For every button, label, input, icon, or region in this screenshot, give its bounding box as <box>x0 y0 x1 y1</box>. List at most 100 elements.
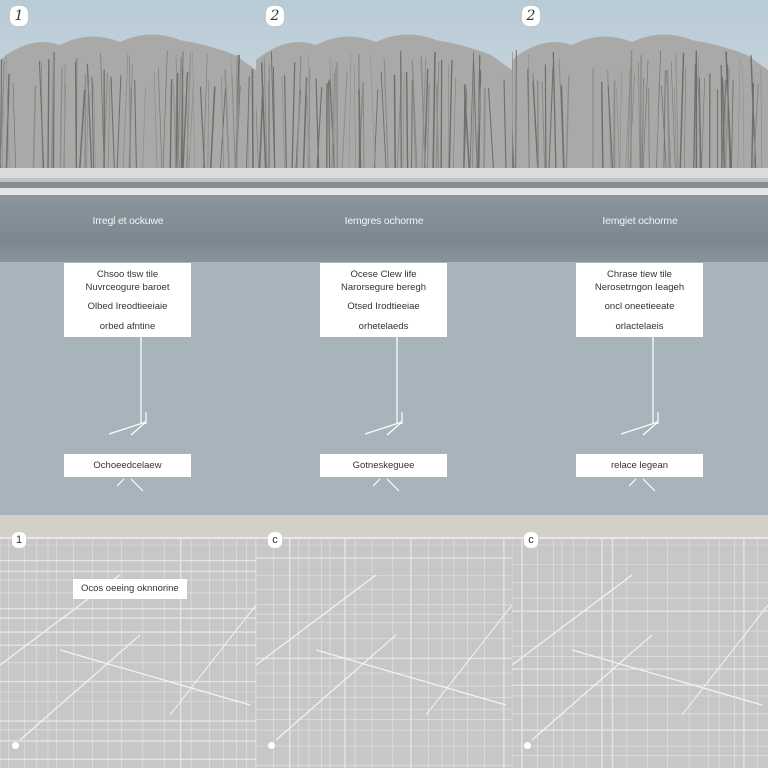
flow-arrows <box>620 337 659 492</box>
tree-trunk <box>373 89 379 169</box>
street-map: 1 Ocos oeeing oknnorine <box>0 515 256 768</box>
map-roads <box>0 539 256 768</box>
tree-trunk <box>656 83 660 169</box>
map-header-strip <box>512 515 768 539</box>
map-road <box>425 604 512 716</box>
tree-trunk <box>134 80 137 169</box>
tree-trunk <box>32 85 37 169</box>
tree-trunk <box>469 51 475 169</box>
tree-trunk <box>128 87 132 169</box>
road-ground <box>512 182 768 188</box>
tree-trunk <box>488 88 494 169</box>
tree-trunk <box>552 51 557 169</box>
tree-trunk <box>12 82 16 169</box>
tree-trunk <box>353 65 356 169</box>
tree-trunk <box>0 139 2 169</box>
road-ground <box>0 168 256 178</box>
tree-trunk <box>291 62 296 169</box>
panel: 2 Iemgiet ochorme Chrase tiew tile Neros… <box>512 0 768 768</box>
tree-trunk <box>302 77 308 169</box>
tree-trunk <box>256 102 259 169</box>
box-line: orlactelaeis <box>615 320 664 332</box>
tree-trunk <box>600 81 604 169</box>
tree-trunk <box>47 59 50 169</box>
tree-trunk <box>93 83 96 169</box>
tree-trunk <box>426 83 430 169</box>
tree-trunk <box>411 80 413 169</box>
flow-arrows <box>108 337 147 492</box>
tree-trunk <box>270 51 276 169</box>
tree-trunk <box>448 59 453 169</box>
tree-trunk <box>176 56 183 169</box>
step-badge: 2 <box>266 6 284 26</box>
tree-trunk <box>402 72 405 169</box>
panel: 2 Iemgres ochorme Ocese Clew life Narors… <box>256 0 512 768</box>
tree-trunk <box>38 60 45 169</box>
tree-canopy <box>512 34 768 168</box>
tree-trunk <box>697 76 702 169</box>
map-road <box>256 574 377 666</box>
tree-trunk <box>475 86 482 169</box>
tree-trunk <box>175 54 180 169</box>
tree-trunk <box>560 85 565 169</box>
tree-trunk <box>607 85 614 169</box>
tree-trunk <box>698 77 702 169</box>
box-line: Chsoo tlsw tile <box>96 269 159 280</box>
tree-trunk <box>179 73 183 169</box>
tree-trunk <box>721 77 725 169</box>
tree-trunk <box>731 79 734 169</box>
tree-trunk <box>421 57 427 169</box>
tree-trunk <box>116 75 122 169</box>
tree-trunk <box>541 82 546 169</box>
arrow-tail-icon <box>628 478 656 492</box>
road-ground <box>512 178 768 182</box>
tree-trunk <box>463 86 470 169</box>
tree-trunk <box>679 52 685 169</box>
map-label: Ocos oeeing oknnorine <box>73 579 187 599</box>
road-ground <box>0 188 256 195</box>
tree-photo: 2 <box>512 0 768 195</box>
tree-trunk <box>752 84 759 169</box>
tree-trunk <box>50 59 55 169</box>
tree-trunk <box>619 70 622 169</box>
tree-trunk <box>122 52 129 169</box>
tree-trunk <box>726 64 731 169</box>
tree-trunk <box>673 87 677 169</box>
street-map: c <box>512 515 768 768</box>
step-badge: 2 <box>522 6 540 26</box>
tree-trunk <box>328 80 331 169</box>
process-box: Ocese Clew life Narorsegure beregh Otsed… <box>320 263 447 337</box>
tree-trunk <box>203 54 208 169</box>
tree-trunk <box>74 61 77 169</box>
tree-trunk <box>642 60 649 169</box>
tree-trunk <box>548 66 554 169</box>
tree-trunk <box>263 57 268 169</box>
map-badge: c <box>268 532 282 548</box>
trees-illustration <box>512 34 768 195</box>
process-box: Chsoo tlsw tile Nuvrceogure baroet Olbed… <box>64 263 191 337</box>
tree-trunk <box>182 71 189 169</box>
map-header-strip <box>256 515 512 539</box>
tree-trunk <box>110 76 115 169</box>
arrow-head-icon <box>620 412 659 436</box>
trees-illustration <box>0 34 256 195</box>
tree-trunk <box>701 78 705 169</box>
road-ground <box>0 178 256 182</box>
tree-canopy <box>0 34 256 168</box>
tree-trunk <box>725 67 730 169</box>
map-header-strip <box>0 515 256 539</box>
tree-trunk <box>515 50 517 169</box>
map-road <box>169 604 256 716</box>
tree-trunk <box>158 68 163 169</box>
box-line: Ocese Clew life <box>350 269 417 280</box>
tree-trunk <box>666 70 672 169</box>
map-badge: c <box>524 532 538 548</box>
map-road <box>571 649 763 706</box>
box-line: Nuvrceogure baroet <box>85 281 170 293</box>
map-roads <box>256 539 512 768</box>
flow-arrows <box>364 337 403 492</box>
section-title: Irregl et ockuwe <box>92 215 164 227</box>
tree-trunk <box>742 64 745 169</box>
map-road <box>275 634 397 741</box>
map-road <box>512 574 633 666</box>
